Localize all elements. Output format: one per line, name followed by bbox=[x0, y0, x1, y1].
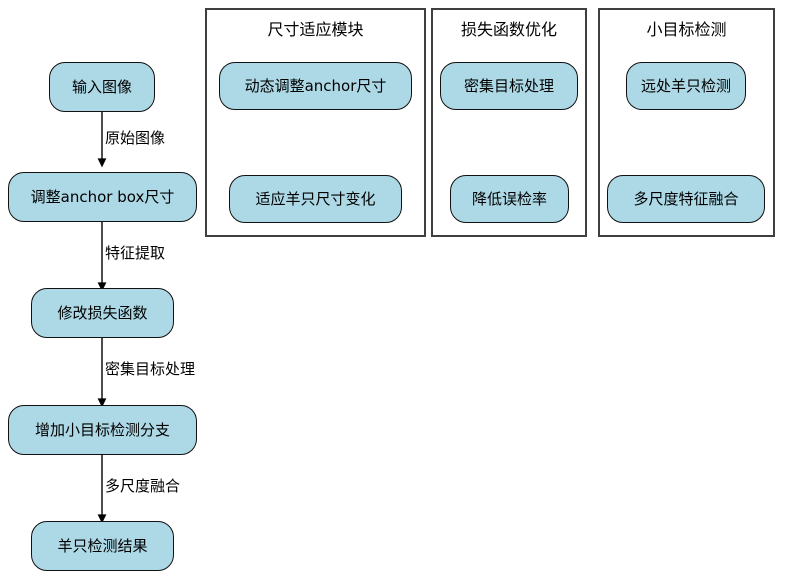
subgraph-title-loss-function-optimization: 损失函数优化 bbox=[460, 20, 557, 39]
edge-label-original-image: 原始图像 bbox=[104, 129, 167, 147]
node-dense-object-processing[interactable]: 密集目标处理 bbox=[440, 62, 578, 110]
node-dynamic-anchor-size[interactable]: 动态调整anchor尺寸 bbox=[219, 62, 412, 110]
node-adapt-sheep-size-change[interactable]: 适应羊只尺寸变化 bbox=[229, 175, 402, 223]
edge-label-multiscale-fusion: 多尺度融合 bbox=[104, 477, 182, 495]
subgraph-title-small-object-detection: 小目标检测 bbox=[646, 20, 727, 39]
edge-label-dense-object-processing: 密集目标处理 bbox=[104, 360, 197, 378]
node-sheep-detection-result[interactable]: 羊只检测结果 bbox=[31, 521, 174, 571]
node-add-small-object-branch[interactable]: 增加小目标检测分支 bbox=[8, 405, 197, 455]
node-distant-sheep-detection[interactable]: 远处羊只检测 bbox=[626, 62, 746, 110]
node-adjust-anchor-box[interactable]: 调整anchor box尺寸 bbox=[8, 172, 197, 222]
edge-label-feature-extraction: 特征提取 bbox=[104, 244, 167, 262]
subgraph-title-size-adaptation-module: 尺寸适应模块 bbox=[267, 20, 364, 39]
node-modify-loss-function[interactable]: 修改损失函数 bbox=[31, 288, 174, 338]
node-reduce-false-detection[interactable]: 降低误检率 bbox=[450, 175, 569, 223]
node-input-image[interactable]: 输入图像 bbox=[49, 62, 155, 112]
node-multiscale-feature-fusion[interactable]: 多尺度特征融合 bbox=[607, 175, 765, 223]
